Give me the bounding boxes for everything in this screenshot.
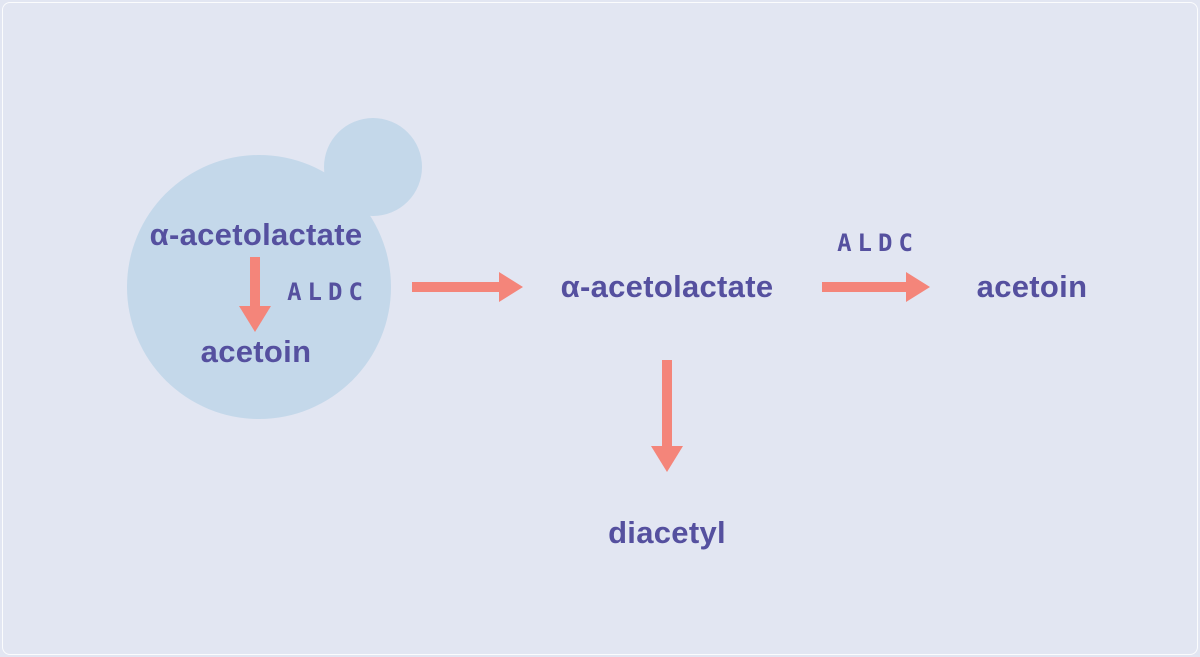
external-enzyme-label: ALDC	[837, 229, 919, 257]
arrow-shaft	[250, 257, 260, 308]
cell-product-label: acetoin	[200, 334, 312, 369]
byproduct-arrow-icon	[651, 360, 683, 472]
arrow-head	[239, 306, 271, 332]
arrow-head	[499, 272, 523, 302]
secretion-arrow-icon	[412, 272, 523, 302]
external-substrate-label: α-acetolactate	[560, 269, 774, 304]
byproduct-label: diacetyl	[608, 515, 726, 550]
cell-substrate-label: α-acetolactate	[149, 217, 363, 252]
arrow-shaft	[822, 282, 908, 292]
external-product-label: acetoin	[976, 269, 1088, 304]
arrow-head	[651, 446, 683, 472]
arrow-shaft	[412, 282, 501, 292]
arrow-shaft	[662, 360, 672, 448]
arrow-head	[906, 272, 930, 302]
external-reaction-arrow-icon	[822, 272, 930, 302]
yeast-cell-bud	[324, 118, 422, 216]
cell-reaction-arrow-icon	[239, 257, 271, 332]
cell-enzyme-label: ALDC	[287, 278, 369, 306]
